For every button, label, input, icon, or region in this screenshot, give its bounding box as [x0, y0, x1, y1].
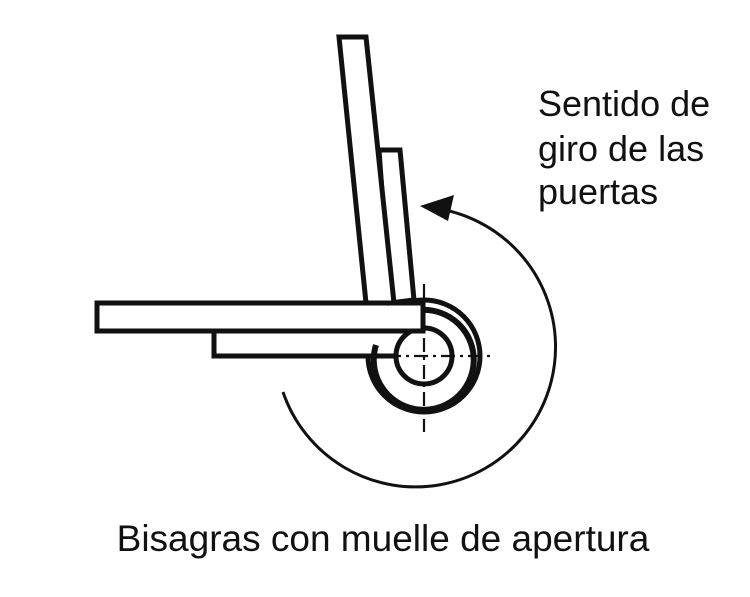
upright-leaf: [336, 34, 397, 306]
spring-coil: [370, 306, 477, 413]
horizontal-leaf: [94, 300, 426, 334]
direction-label-line-2: giro de las: [538, 128, 704, 169]
diagram-caption: Bisagras con muelle de apertura: [117, 518, 650, 559]
direction-label: Sentido de giro de las puertas: [538, 83, 720, 212]
rotation-arc: [281, 206, 558, 489]
rotation-arrowhead: [420, 195, 454, 221]
direction-label-line-3: puertas: [538, 171, 658, 212]
direction-label-line-1: Sentido de: [538, 83, 710, 124]
